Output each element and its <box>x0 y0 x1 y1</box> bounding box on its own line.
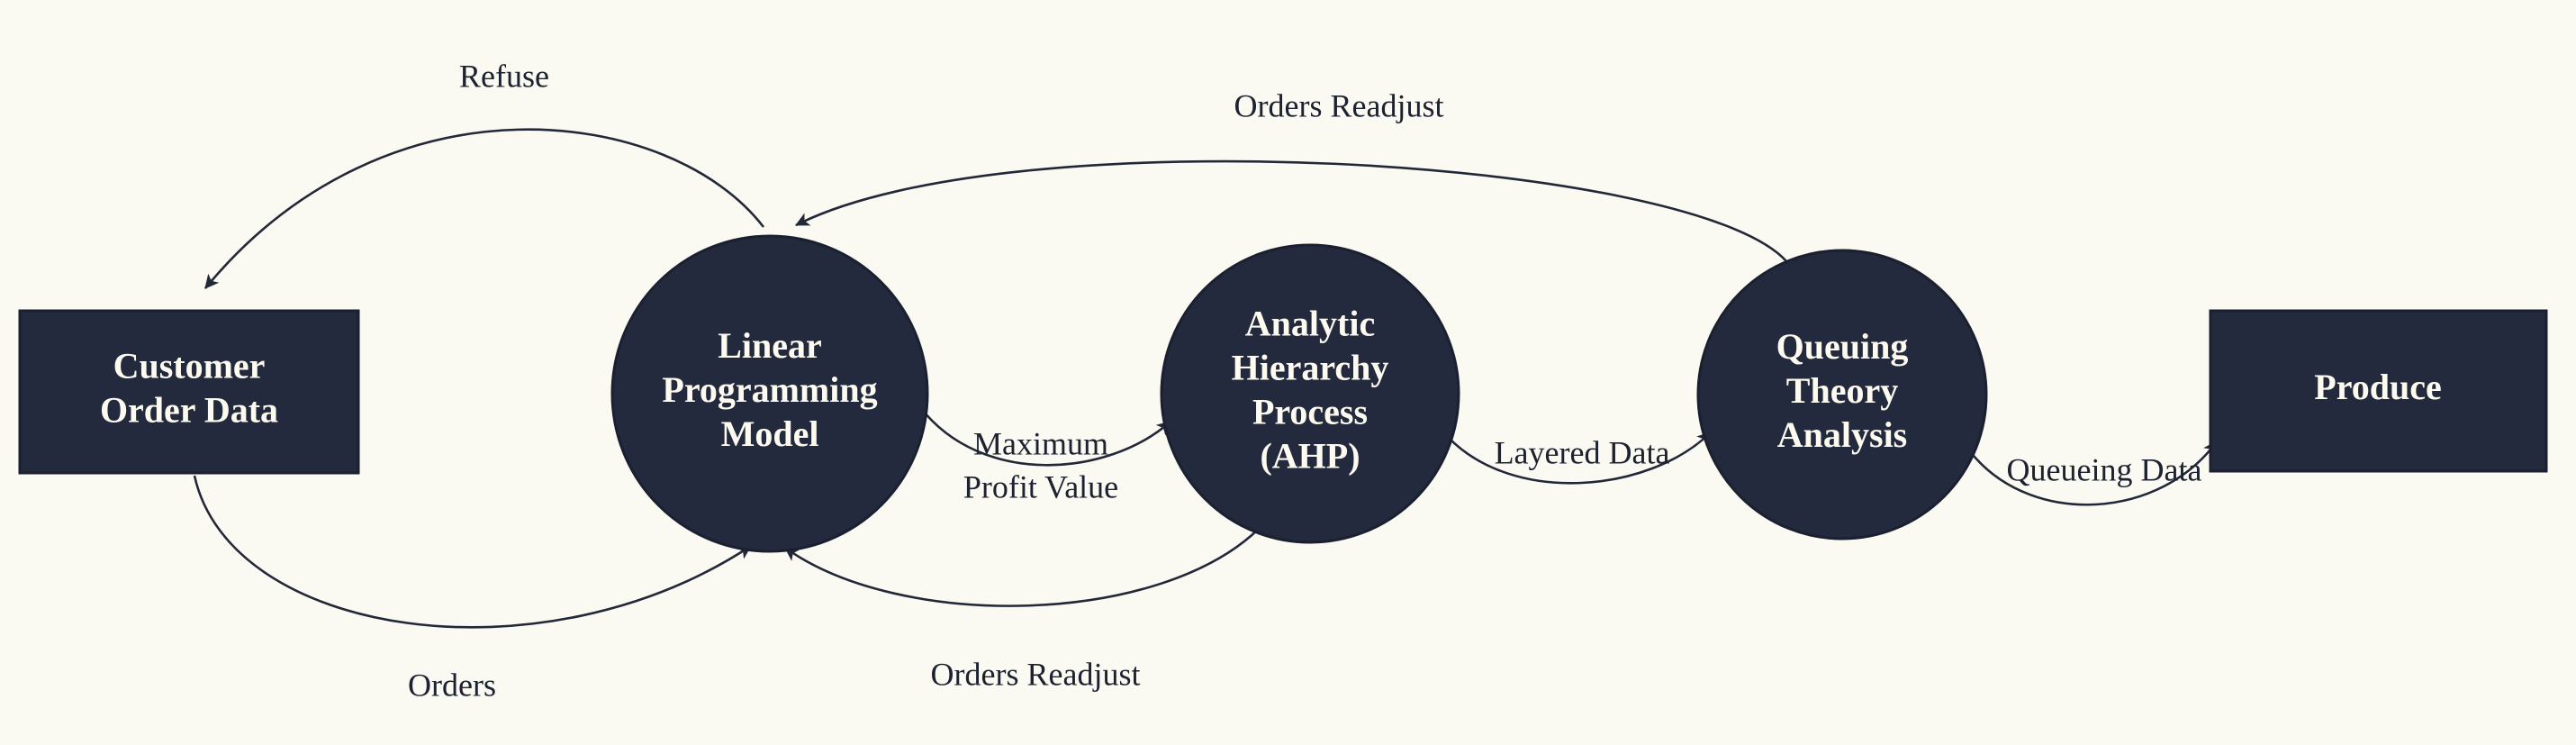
node-shape-queuing-theory-analysis[interactable] <box>1696 249 1988 541</box>
node-produce[interactable]: Produce <box>2209 309 2548 473</box>
edge-maximum-profit-value <box>918 406 1171 467</box>
node-label-analytic-hierarchy-process: Hierarchy <box>1232 348 1389 388</box>
edge-refuse <box>203 128 765 289</box>
node-label-customer-order-data: Customer <box>113 346 266 386</box>
edge-label-orders: Orders <box>408 667 496 703</box>
node-label-linear-programming-model: Linear <box>718 325 822 366</box>
node-label-analytic-hierarchy-process: Analytic <box>1245 304 1375 344</box>
edge-orders-readjust-bottom <box>784 526 1261 607</box>
edge-label-refuse: Refuse <box>459 58 549 94</box>
edge-label-layered-data: Layered Data <box>1495 434 1670 470</box>
node-shape-produce[interactable] <box>2209 309 2548 473</box>
node-label-queuing-theory-analysis: Analysis <box>1777 414 1908 455</box>
edge-label-queueing-data: Queueing Data <box>2007 451 2202 487</box>
edges-layer <box>193 128 2219 629</box>
edge-label-maximum-profit-value: Maximum <box>973 425 1108 461</box>
node-label-linear-programming-model: Model <box>721 413 819 454</box>
node-shape-customer-order-data[interactable] <box>18 309 360 475</box>
edge-layered-data <box>1447 432 1712 485</box>
node-shape-analytic-hierarchy-process[interactable] <box>1160 243 1460 544</box>
node-label-queuing-theory-analysis: Queuing <box>1776 326 1909 367</box>
edge-queueing-data <box>1973 441 2219 506</box>
edge-label-maximum-profit-value: Profit Value <box>963 468 1118 504</box>
edge-orders-readjust-top <box>795 159 1787 262</box>
edge-orders <box>193 475 752 629</box>
node-shape-linear-programming-model[interactable] <box>610 234 929 553</box>
node-label-queuing-theory-analysis: Theory <box>1786 370 1898 411</box>
node-label-customer-order-data: Order Data <box>100 390 278 431</box>
edge-label-orders-readjust-bottom: Orders Readjust <box>931 656 1141 692</box>
node-label-produce: Produce <box>2314 367 2441 407</box>
node-label-analytic-hierarchy-process: Process <box>1252 392 1368 432</box>
node-label-linear-programming-model: Programming <box>662 369 877 410</box>
node-label-analytic-hierarchy-process: (AHP) <box>1260 436 1360 477</box>
edge-label-orders-readjust-top: Orders Readjust <box>1234 87 1444 123</box>
